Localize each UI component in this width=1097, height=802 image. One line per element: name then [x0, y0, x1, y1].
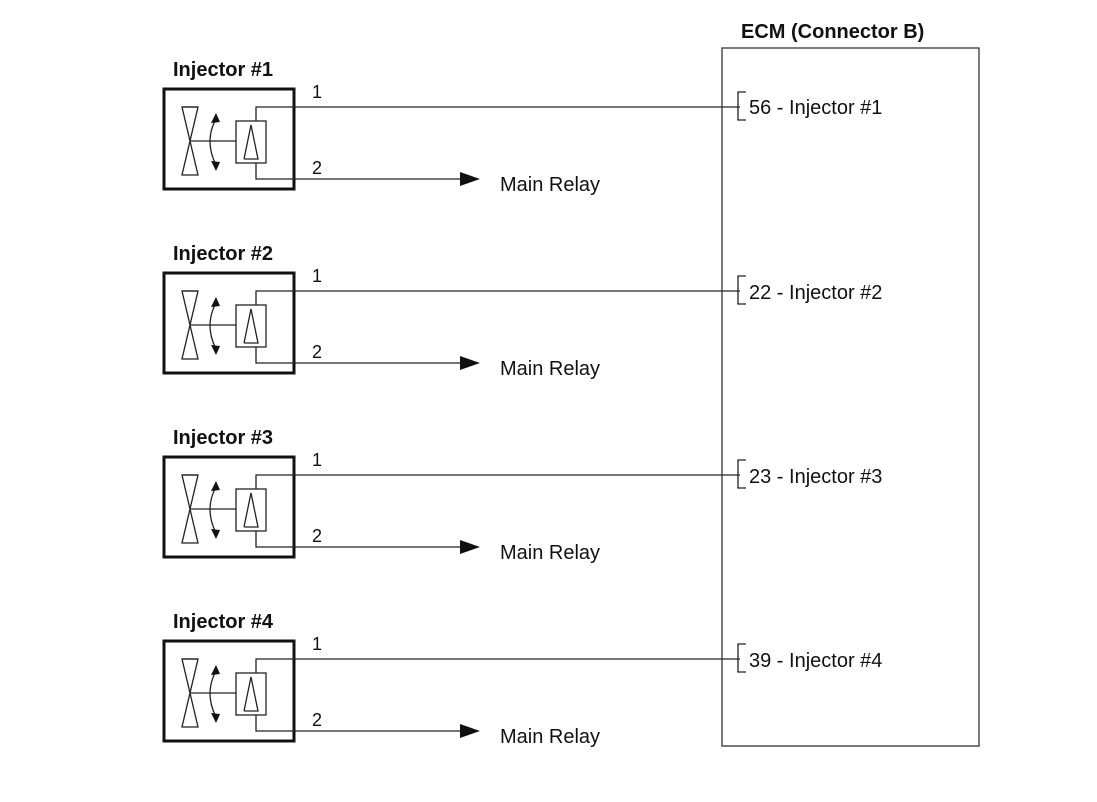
injector-symbol-icon [162, 639, 296, 743]
pin-1-label: 1 [312, 266, 322, 286]
ecm-pin-label: 56 - Injector #1 [749, 97, 882, 119]
arrow-icon [460, 356, 480, 370]
main-relay-label: Main Relay [500, 726, 600, 748]
ecm-pin-label: 22 - Injector #2 [749, 282, 882, 304]
pin-2-label: 2 [312, 526, 322, 546]
arrow-icon [460, 172, 480, 186]
injector-2: Injector #2 1 2 Main Relay 22 - Injector… [162, 243, 882, 380]
injector-title: Injector #1 [173, 59, 273, 81]
injector-title: Injector #2 [173, 243, 273, 265]
injector-symbol-icon [162, 271, 296, 375]
pin-1-label: 1 [312, 634, 322, 654]
ecm-box [721, 47, 980, 747]
pin-2-label: 2 [312, 158, 322, 178]
pin-1-label: 1 [312, 82, 322, 102]
ecm-pin-label: 23 - Injector #3 [749, 466, 882, 488]
injector-1: Injector #1 1 2 Main Relay 56 - Injector… [162, 59, 882, 196]
ecm-pin-label: 39 - Injector #4 [749, 650, 882, 672]
injector-4: Injector #4 1 2 Main Relay 39 - Injector… [162, 611, 882, 748]
injector-title: Injector #4 [173, 611, 274, 633]
pin-1-label: 1 [312, 450, 322, 470]
arrow-icon [460, 724, 480, 738]
main-relay-label: Main Relay [500, 542, 600, 564]
ecm-title: ECM (Connector B) [741, 21, 924, 43]
injector-title: Injector #3 [173, 427, 273, 449]
injector-symbol-icon [162, 455, 296, 559]
main-relay-label: Main Relay [500, 358, 600, 380]
injector-3: Injector #3 1 2 Main Relay 23 - Injector… [162, 427, 882, 564]
pin-2-label: 2 [312, 342, 322, 362]
injector-symbol-icon [162, 87, 296, 191]
arrow-icon [460, 540, 480, 554]
pin-2-label: 2 [312, 710, 322, 730]
main-relay-label: Main Relay [500, 174, 600, 196]
